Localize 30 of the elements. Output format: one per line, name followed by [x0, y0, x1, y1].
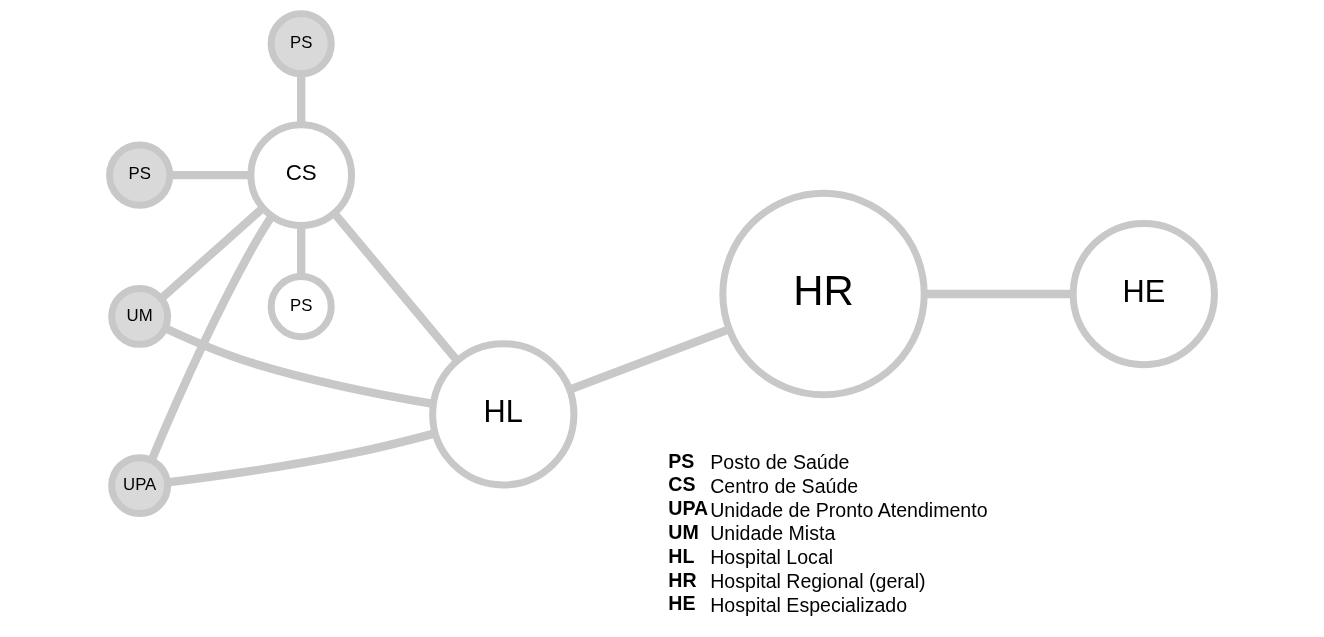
- connector: [297, 225, 306, 277]
- node-circle: PS: [267, 10, 335, 78]
- label: Unidade de Pronto Atendimento: [710, 498, 988, 521]
- label: PS: [668, 449, 695, 472]
- label: CS: [668, 473, 696, 496]
- connector: [568, 325, 731, 394]
- node-circle: PS: [267, 273, 335, 341]
- label: UM: [668, 521, 699, 544]
- label: HE: [668, 592, 696, 615]
- label: Posto de Saúde: [710, 451, 850, 474]
- label: HR: [668, 568, 697, 591]
- label: Unidade Mista: [710, 522, 836, 545]
- label: UPA: [668, 497, 709, 520]
- connector: [158, 204, 266, 302]
- node-circle: HR: [719, 189, 928, 399]
- node-circle: HE: [1069, 219, 1218, 369]
- node-circle: PS: [106, 141, 174, 209]
- node-circle: UPA: [108, 454, 172, 518]
- label: Hospital Local: [710, 546, 834, 569]
- label: HL: [668, 544, 695, 567]
- label: Hospital Regional (geral): [710, 569, 926, 592]
- node-circle: HL: [429, 340, 578, 489]
- connector: [924, 289, 1073, 299]
- connector: [331, 210, 461, 364]
- node-circle: UM: [108, 284, 172, 348]
- label: Hospital Especializado: [710, 593, 908, 616]
- connector: [147, 213, 276, 462]
- label: Centro de Saúde: [710, 474, 859, 497]
- connector: [167, 429, 436, 487]
- node-circle: CS: [247, 121, 356, 229]
